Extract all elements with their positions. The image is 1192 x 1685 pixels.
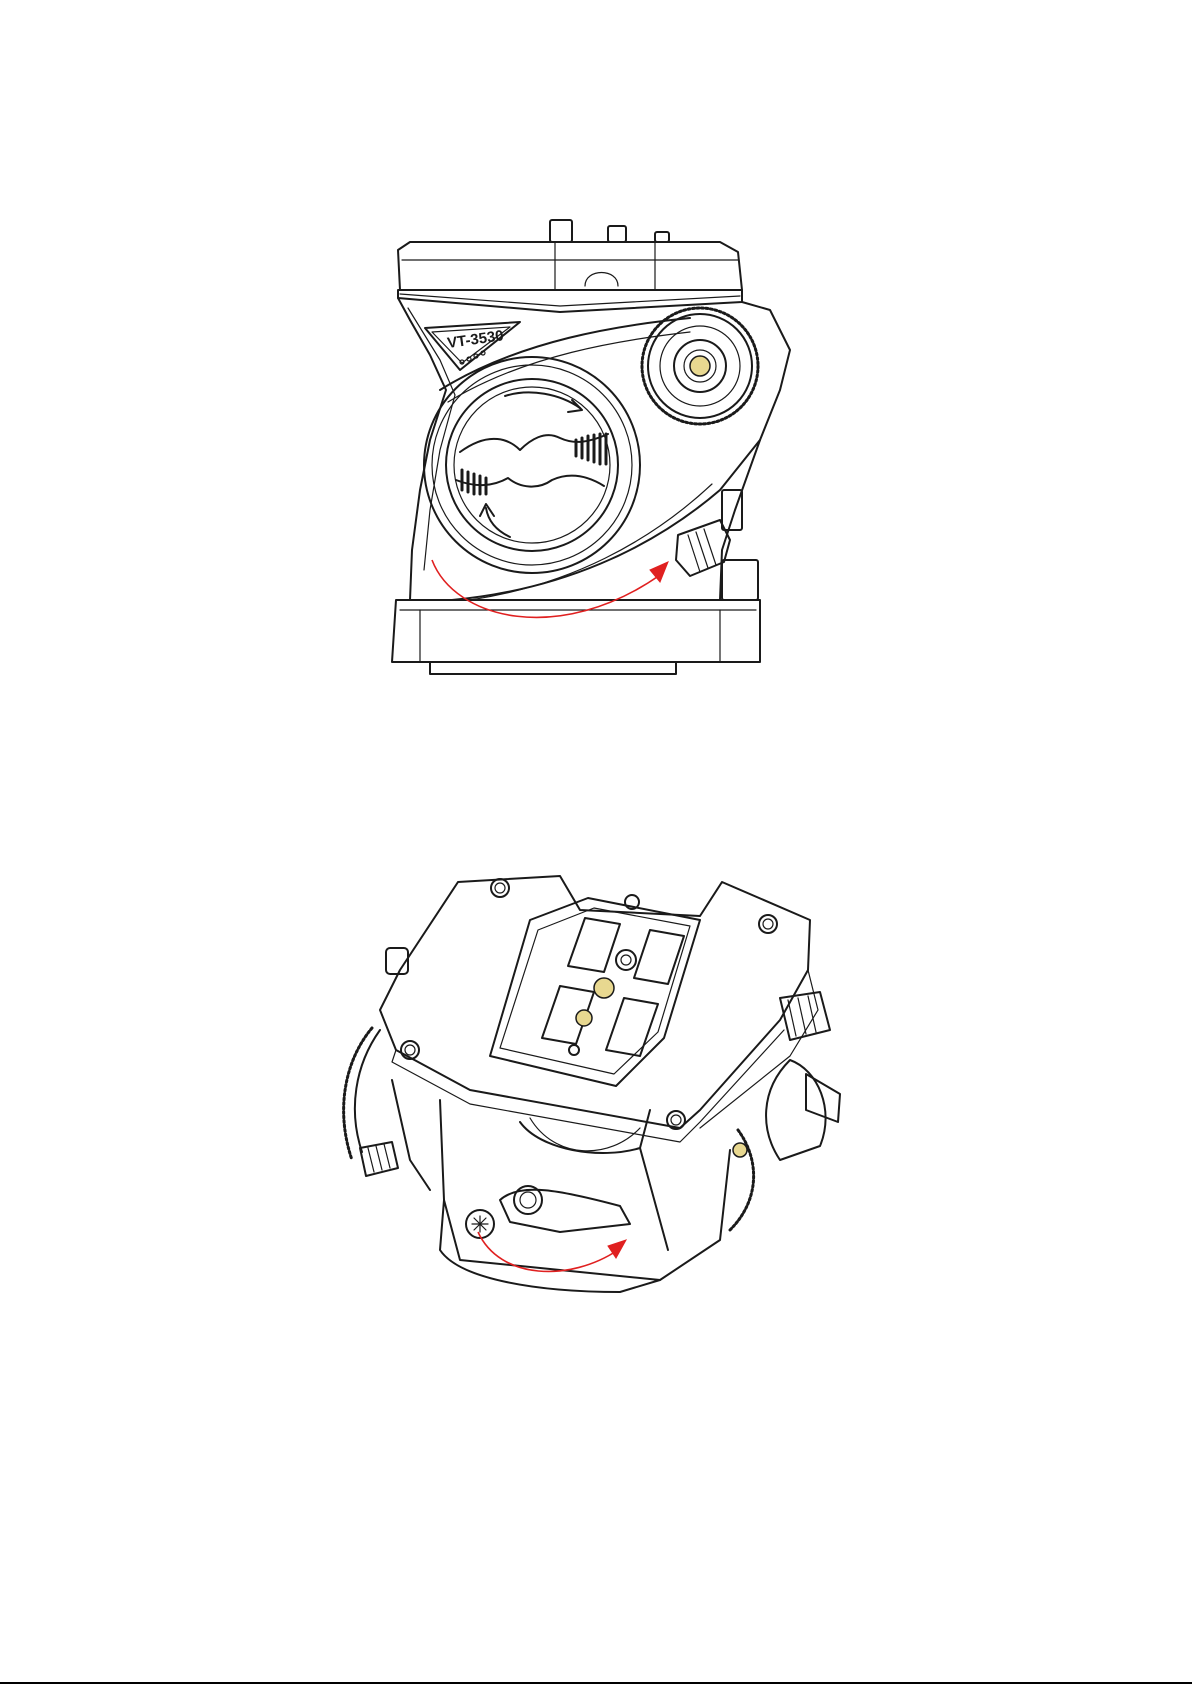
- left-knurled-knob: [344, 948, 408, 1160]
- head-body-lower: [440, 1100, 730, 1292]
- top-platform: [380, 876, 818, 1142]
- brass-screw: [690, 356, 710, 376]
- bottom-page-rule: [0, 1682, 1192, 1684]
- side-view-illustration: VT-3530: [0, 190, 1192, 690]
- fluid-drag-dial: [424, 357, 640, 573]
- red-tilt-arrow: [432, 560, 668, 617]
- red-pan-arrow: [478, 1232, 626, 1271]
- brass-screw-lower: [576, 1010, 592, 1026]
- pan-lock-lever: [676, 490, 758, 600]
- quick-release-plate: [490, 895, 700, 1086]
- pan-lock-lever: [466, 1186, 630, 1238]
- rotate-arrow-lower: [486, 508, 510, 537]
- top-view-illustration: [0, 860, 1192, 1400]
- brass-screw-right: [733, 1143, 747, 1157]
- brass-screw-upper: [594, 978, 614, 998]
- rotate-arrow-upper: [505, 392, 580, 408]
- head-base: [392, 600, 760, 674]
- knurled-tilt-knob: [642, 308, 758, 424]
- top-knobs: [550, 220, 669, 242]
- left-lock-knob: [360, 1080, 430, 1190]
- right-knob-cluster: [730, 992, 840, 1230]
- side-view-svg: VT-3530: [0, 190, 1192, 690]
- badge-dots: [460, 351, 485, 364]
- model-badge: VT-3530: [425, 322, 520, 370]
- top-view-svg: [0, 860, 1192, 1400]
- top-plate: [398, 242, 742, 290]
- clamp-band: [398, 273, 742, 313]
